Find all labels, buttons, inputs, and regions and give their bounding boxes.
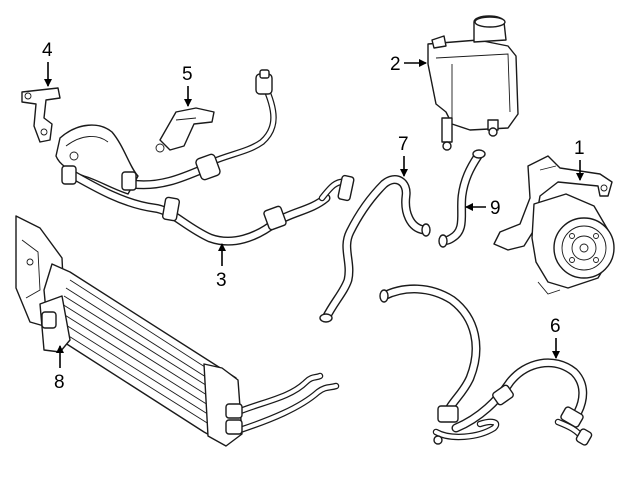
bracket-part-4 xyxy=(21,87,61,143)
hose-part-9 xyxy=(438,149,486,248)
callout-7-label: 7 xyxy=(398,134,409,155)
callout-8-label: 8 xyxy=(54,372,65,393)
cooler-part-8 xyxy=(15,215,340,447)
callout-6-label: 6 xyxy=(550,316,561,337)
callout-9: 9 xyxy=(465,198,501,219)
callout-5: 5 xyxy=(182,64,193,107)
hose-part-6 xyxy=(379,284,593,446)
callout-4: 4 xyxy=(42,40,53,87)
callout-4-label: 4 xyxy=(42,40,53,61)
callout-3: 3 xyxy=(216,243,227,291)
reservoir-part-2 xyxy=(427,15,519,151)
callout-6: 6 xyxy=(550,316,561,359)
pressure-line-part-3 xyxy=(55,69,355,246)
callout-1: 1 xyxy=(574,138,585,181)
callout-2-label: 2 xyxy=(390,54,401,75)
callout-3-label: 3 xyxy=(216,270,227,291)
callout-8: 8 xyxy=(54,345,65,393)
callout-2: 2 xyxy=(390,54,427,75)
callout-5-label: 5 xyxy=(182,64,193,85)
callout-1-label: 1 xyxy=(574,138,585,159)
clip-part-5 xyxy=(155,107,215,153)
callout-9-label: 9 xyxy=(490,198,501,219)
callout-7: 7 xyxy=(398,134,409,177)
hose-part-7 xyxy=(319,175,431,323)
pump-part-1 xyxy=(493,155,615,295)
